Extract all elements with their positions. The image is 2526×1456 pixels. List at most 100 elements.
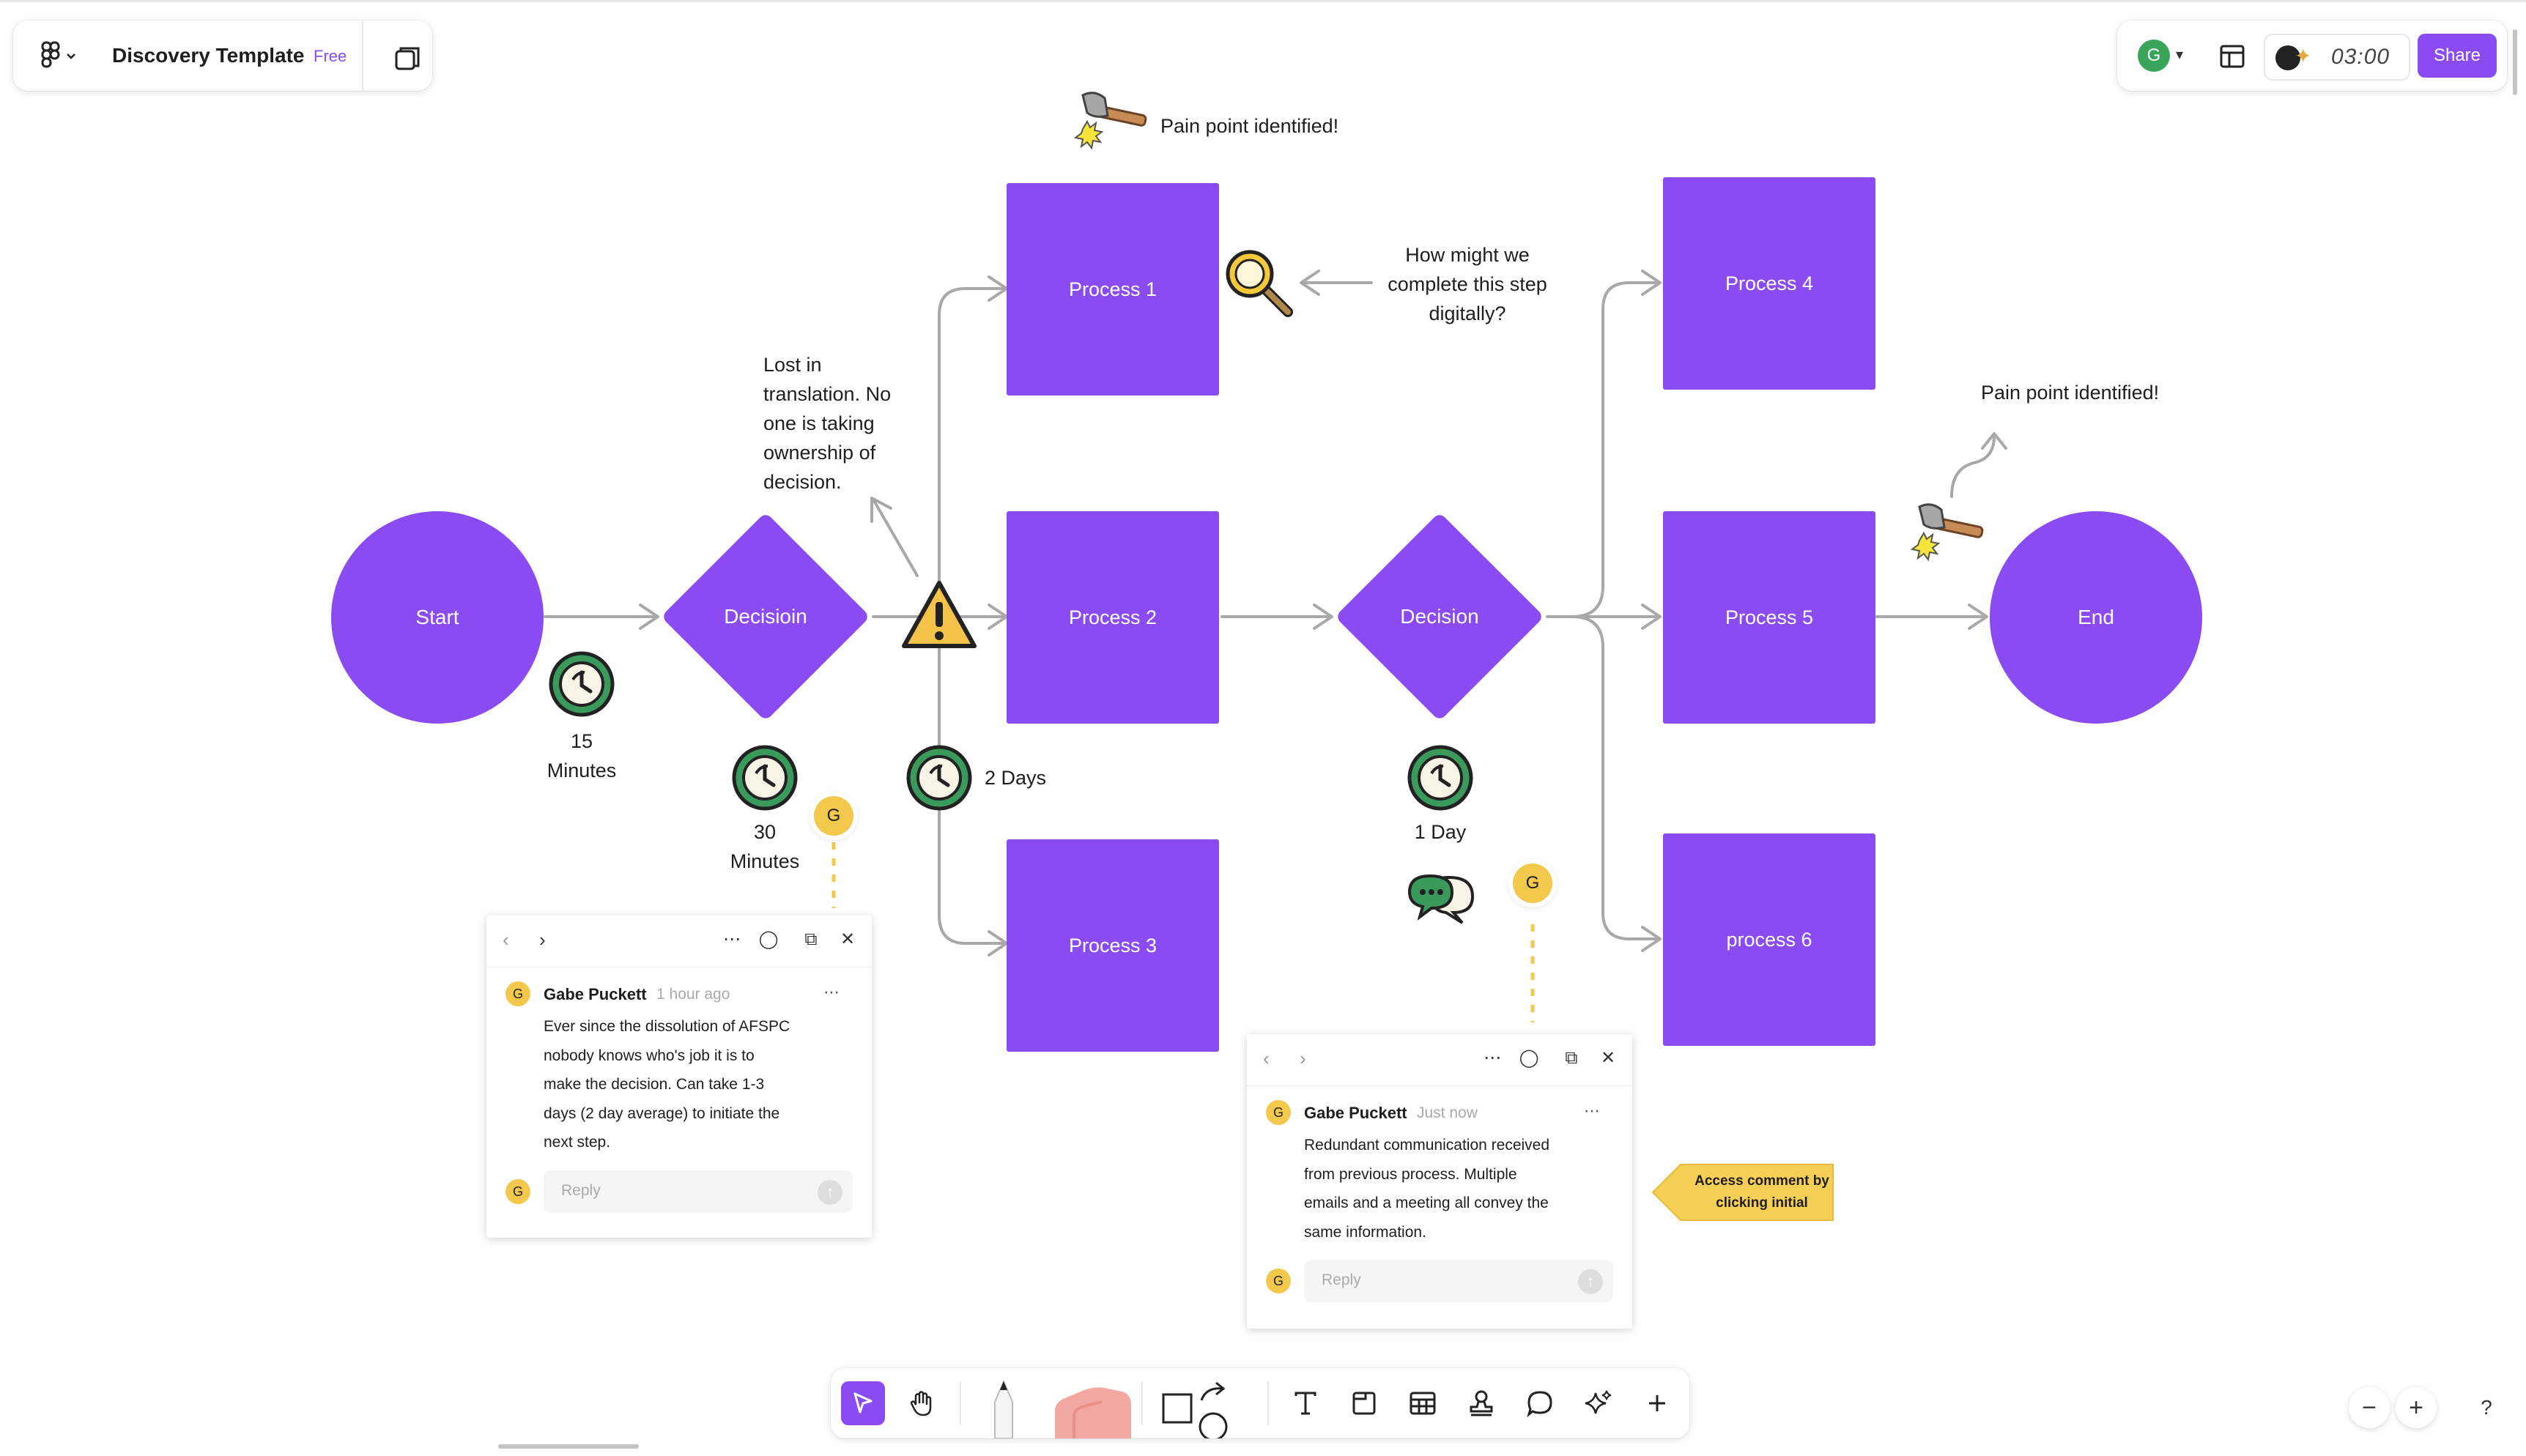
- process-2-node[interactable]: Process 2: [1007, 511, 1219, 724]
- zoom-out-button[interactable]: −: [2349, 1387, 2390, 1428]
- highlighter-tool-button[interactable]: [1052, 1380, 1133, 1438]
- more-tools-button[interactable]: [1635, 1381, 1679, 1425]
- user-avatar[interactable]: G: [2138, 40, 2170, 72]
- bottom-toolbar: [831, 1368, 1689, 1438]
- access-comment-tag[interactable]: Access comment by clicking initial: [1651, 1163, 1836, 1222]
- comment-line: Ever since the dissolution of AFSPC: [544, 1018, 790, 1035]
- magnifier-sticker-icon[interactable]: [1223, 248, 1297, 321]
- highlighter-icon: [1055, 1387, 1131, 1438]
- comment-more-icon[interactable]: ⋯: [1584, 1102, 1600, 1120]
- process-4-node[interactable]: Process 4: [1663, 177, 1875, 390]
- clock-sticker-icon[interactable]: [731, 744, 799, 811]
- process-5-node[interactable]: Process 5: [1663, 511, 1875, 724]
- pages-panel-icon[interactable]: [393, 44, 422, 73]
- pain-point-note[interactable]: Pain point identified!: [1160, 115, 1339, 137]
- comment-pin[interactable]: G: [1513, 863, 1552, 903]
- comment-line: same information.: [1304, 1223, 1426, 1241]
- clock-sticker-icon[interactable]: [905, 744, 973, 811]
- pain-point-note[interactable]: Pain point identified!: [1981, 382, 2160, 404]
- decision-node-2[interactable]: Decision: [1333, 510, 1546, 723]
- more-options-icon[interactable]: ⋯: [723, 929, 741, 949]
- more-options-icon[interactable]: ⋯: [1484, 1048, 1501, 1068]
- zoom-in-button[interactable]: +: [2396, 1387, 2437, 1428]
- file-title[interactable]: Discovery Template: [112, 44, 305, 67]
- note-line: decision.: [763, 471, 842, 493]
- reply-avatar: G: [505, 1179, 530, 1204]
- process-6-node[interactable]: process 6: [1663, 833, 1875, 1046]
- send-icon[interactable]: ↑: [1578, 1269, 1603, 1294]
- comment-pin[interactable]: G: [814, 796, 853, 836]
- clock-sticker-icon[interactable]: [1407, 744, 1474, 811]
- open-link-icon[interactable]: ⧉: [804, 929, 818, 949]
- timer-widget[interactable]: ✦ 03:00: [2264, 34, 2410, 81]
- previous-comment-icon[interactable]: ‹: [1263, 1047, 1270, 1069]
- previous-comment-icon[interactable]: ‹: [503, 929, 509, 951]
- stamp-tool-button[interactable]: [1459, 1381, 1503, 1425]
- file-menu-panel: Discovery Template Free: [13, 21, 432, 91]
- divider: [362, 21, 363, 91]
- next-comment-icon[interactable]: ›: [539, 929, 546, 951]
- shapes-icon: [1162, 1381, 1228, 1438]
- text-icon: [1295, 1392, 1316, 1415]
- comment-line: next step.: [544, 1134, 611, 1151]
- figma-logo-icon[interactable]: [35, 40, 79, 72]
- shape-tool-button[interactable]: [1156, 1378, 1237, 1438]
- comment-more-icon[interactable]: ⋯: [823, 983, 840, 1001]
- open-link-icon[interactable]: ⧉: [1565, 1048, 1578, 1068]
- process-3-node[interactable]: Process 3: [1007, 839, 1219, 1052]
- comment-icon: [1527, 1391, 1552, 1417]
- hammer-sticker-icon[interactable]: [1909, 498, 1990, 571]
- reply-input[interactable]: Reply ↑: [1304, 1260, 1613, 1302]
- next-comment-icon[interactable]: ›: [1300, 1047, 1306, 1069]
- start-node[interactable]: Start: [331, 511, 544, 724]
- tag-text: Access comment by clicking initial: [1692, 1170, 1831, 1214]
- comment-line: from previous process. Multiple: [1304, 1165, 1517, 1183]
- hammer-sticker-icon[interactable]: [1073, 86, 1153, 160]
- vertical-scrollbar[interactable]: [2513, 29, 2517, 95]
- note-line: one is taking: [763, 412, 875, 434]
- help-button[interactable]: ?: [2481, 1396, 2492, 1419]
- cursor-icon: [853, 1392, 873, 1414]
- duration-label: 1 Day: [1414, 821, 1467, 843]
- close-icon[interactable]: ✕: [840, 929, 856, 949]
- author-name: Gabe Puckett: [544, 985, 647, 1003]
- comment-thread-1: ‹ › ⋯ ◯ ⧉ ✕ G Gabe Puckett 1 hour ago ⋯ …: [486, 915, 872, 1238]
- duration-value: 15: [570, 730, 593, 752]
- pen-tool-button[interactable]: [974, 1375, 1033, 1438]
- question-line: digitally?: [1429, 302, 1506, 324]
- comment-body: Ever since the dissolution of AFSPC nobo…: [544, 1012, 851, 1157]
- layout-icon[interactable]: [2218, 42, 2246, 70]
- comment-tool-button[interactable]: [1518, 1381, 1562, 1425]
- clock-sticker-icon[interactable]: [548, 650, 615, 718]
- ai-tools-button[interactable]: [1577, 1381, 1621, 1425]
- share-button[interactable]: Share: [2418, 34, 2497, 78]
- resolve-icon[interactable]: ◯: [1519, 1048, 1539, 1068]
- send-icon[interactable]: ↑: [818, 1180, 842, 1205]
- author-avatar: G: [1266, 1100, 1291, 1125]
- lost-in-translation-note[interactable]: Lost in translation. No one is taking ow…: [763, 350, 925, 497]
- chat-bubbles-sticker-icon[interactable]: [1405, 870, 1478, 929]
- comment-thread-2: ‹ › ⋯ ◯ ⧉ ✕ G Gabe Puckett Just now ⋯ Re…: [1247, 1034, 1632, 1329]
- chevron-down-icon[interactable]: ▾: [2176, 47, 2184, 63]
- close-icon[interactable]: ✕: [1600, 1048, 1616, 1068]
- end-node[interactable]: End: [1990, 511, 2202, 724]
- move-tool-button[interactable]: [841, 1381, 885, 1425]
- horizontal-scrollbar[interactable]: [498, 1444, 639, 1449]
- comment-line: emails and a meeting all convey the: [1304, 1195, 1549, 1211]
- timer-text: 03:00: [2331, 45, 2390, 69]
- text-tool-button[interactable]: [1284, 1381, 1327, 1425]
- decision-label: Decisioin: [724, 605, 807, 628]
- comment-time: Just now: [1417, 1104, 1478, 1121]
- decision-node-1[interactable]: Decisioin: [659, 510, 872, 723]
- note-line: translation. No: [763, 383, 892, 405]
- hand-icon: [910, 1391, 932, 1416]
- section-icon: [1352, 1392, 1376, 1415]
- reply-input[interactable]: Reply ↑: [544, 1170, 853, 1213]
- question-note[interactable]: How might we complete this step digitall…: [1368, 240, 1566, 328]
- table-tool-button[interactable]: [1401, 1381, 1445, 1425]
- process-1-node[interactable]: Process 1: [1007, 183, 1219, 395]
- section-tool-button[interactable]: [1342, 1381, 1386, 1425]
- warning-sticker-icon[interactable]: [900, 579, 979, 652]
- resolve-icon[interactable]: ◯: [758, 929, 779, 949]
- hand-tool-button[interactable]: [900, 1381, 944, 1425]
